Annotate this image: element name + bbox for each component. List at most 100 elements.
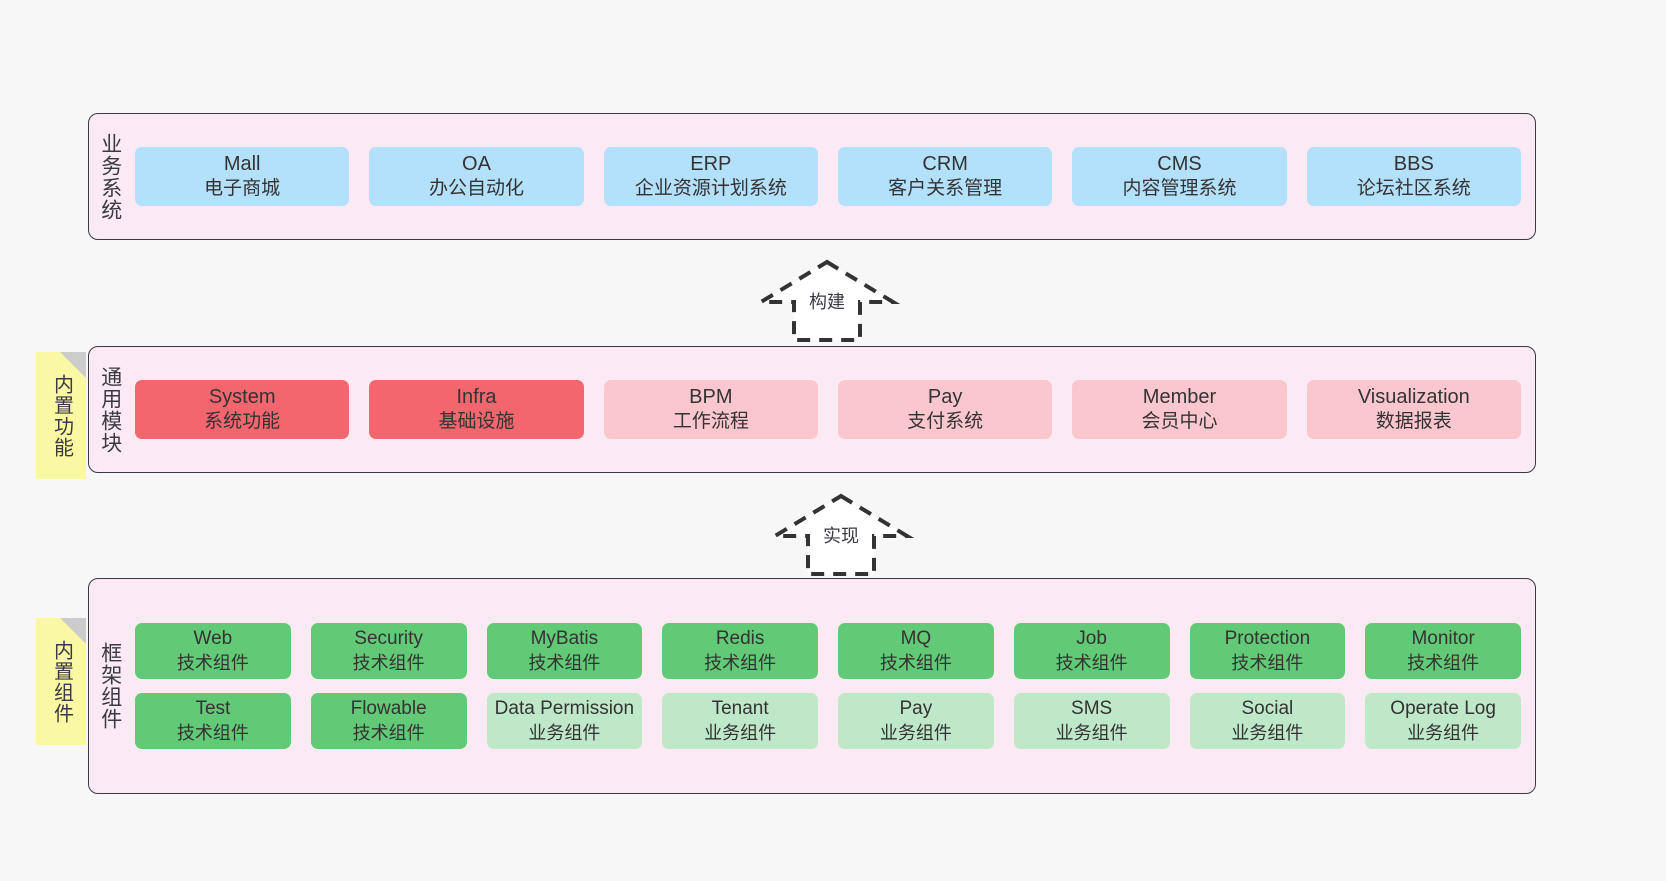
layer-common-title: 通用模块 [98,365,122,454]
cell-title: Visualization [1357,386,1470,409]
component-card-mybatis[interactable]: MyBatis 技术组件 [486,622,643,679]
cell-subtitle: 业务组件 [1231,722,1304,743]
cell-subtitle: 技术组件 [704,652,777,673]
cell-title: Tenant [711,698,769,719]
note-builtin-components-label: 内置组件 [50,639,73,724]
component-card-security[interactable]: Security 技术组件 [310,622,467,679]
component-card-mq[interactable]: MQ 技术组件 [838,622,994,679]
cell-subtitle: 技术组件 [1055,652,1128,673]
cell-title: CRM [922,153,968,176]
component-card-web[interactable]: Web 技术组件 [135,622,291,679]
cell-title: MyBatis [530,627,599,649]
cell-subtitle: 办公自动化 [428,178,524,200]
cell-subtitle: 系统功能 [204,411,281,433]
cell-title: System [208,386,276,409]
cell-subtitle: 技术组件 [176,722,249,743]
cell-subtitle: 数据报表 [1375,411,1452,433]
note-builtin-components: 内置组件 [36,618,86,745]
cell-title: Job [1076,627,1107,649]
cell-title: BPM [689,386,733,409]
cell-title: Test [195,698,231,719]
cell-title: Social [1241,698,1294,719]
cell-title: Pay [899,698,933,719]
component-card-test[interactable]: Test 技术组件 [135,693,291,750]
cell-subtitle: 技术组件 [352,722,425,743]
cell-subtitle: 内容管理系统 [1122,178,1237,200]
cell-subtitle: 技术组件 [176,652,249,673]
cell-title: Security [354,627,423,649]
cell-subtitle: 支付系统 [907,411,984,433]
component-card-tenant[interactable]: Tenant 业务组件 [662,693,818,750]
connector-build-label: 构建 [809,292,845,312]
note-builtin-features-label: 内置功能 [50,373,73,458]
cell-title: Redis [715,627,765,649]
cell-title: CMS [1157,153,1202,176]
cell-title: Member [1142,386,1217,409]
component-card-pay[interactable]: Pay 业务组件 [838,693,994,750]
component-card-redis[interactable]: Redis 技术组件 [662,622,818,679]
cell-title: SMS [1071,698,1113,719]
cell-subtitle: 技术组件 [352,652,425,673]
cell-title: Infra [456,386,497,409]
cell-subtitle: 技术组件 [1231,652,1304,673]
cell-subtitle: 业务组件 [704,722,777,743]
connector-implement-label: 实现 [823,526,859,546]
cell-title: MQ [900,627,932,649]
component-card-protection[interactable]: Protection 技术组件 [1189,622,1346,679]
note-builtin-features: 内置功能 [36,352,86,479]
cell-subtitle: 技术组件 [879,652,952,673]
cell-subtitle: 技术组件 [528,652,601,673]
cell-title: Mall [223,153,261,176]
component-card-job[interactable]: Job 技术组件 [1013,622,1170,679]
cell-subtitle: 业务组件 [879,722,952,743]
cell-title: Data Permission [494,698,635,719]
cell-subtitle: 论坛社区系统 [1356,178,1471,200]
cell-title: Protection [1224,627,1311,649]
component-card-social[interactable]: Social 业务组件 [1189,693,1346,750]
cell-subtitle: 企业资源计划系统 [634,178,787,200]
cell-subtitle: 业务组件 [1055,722,1128,743]
component-card-data-permission[interactable]: Data Permission 业务组件 [486,693,643,750]
cell-subtitle: 基础设施 [438,411,515,433]
cell-subtitle: 客户关系管理 [888,178,1003,200]
component-card-sms[interactable]: SMS 业务组件 [1013,693,1170,750]
layer-business-title: 业务系统 [98,132,122,221]
layer-framework-title: 框架组件 [98,642,122,730]
connector-implement-arrow: 实现 [767,492,915,577]
connector-build-arrow: 构建 [753,258,901,343]
cell-subtitle: 技术组件 [1407,652,1480,673]
cell-title: Operate Log [1390,698,1496,719]
cell-subtitle: 会员中心 [1141,411,1218,433]
cell-subtitle: 电子商城 [204,178,281,200]
cell-title: Web [193,627,233,649]
cell-subtitle: 业务组件 [528,722,601,743]
cell-title: BBS [1393,153,1434,176]
cell-title: OA [462,153,491,176]
